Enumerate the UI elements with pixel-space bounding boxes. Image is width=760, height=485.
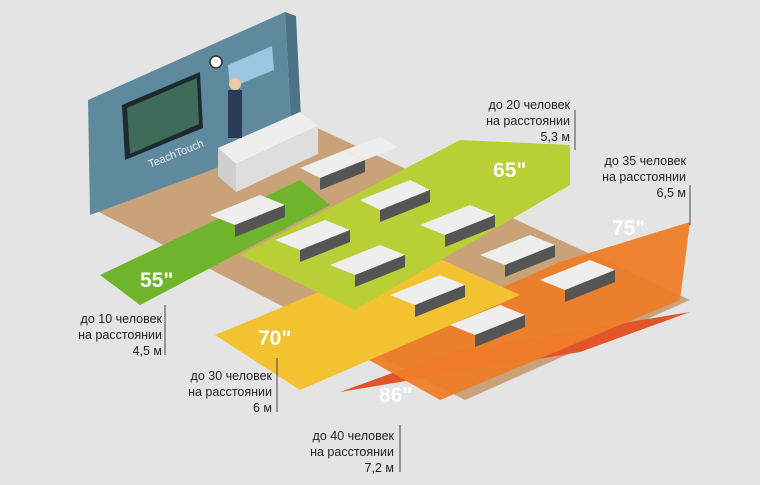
student-desks — [210, 137, 615, 347]
desk-group — [210, 195, 285, 237]
desk-group — [330, 245, 405, 287]
caption-70: до 30 человек на расстоянии 6 м — [150, 368, 272, 416]
caption-65-distance: 5,3 м — [540, 130, 570, 144]
desk-group — [480, 235, 555, 277]
back-wall-side — [285, 12, 302, 140]
desk-group — [360, 180, 430, 222]
desk-group — [300, 150, 365, 190]
caption-65-distance-label: на расстоянии — [486, 114, 570, 128]
caption-55-people: до 10 человек — [80, 312, 162, 326]
caption-75: до 35 человек на расстоянии 6,5 м — [564, 153, 686, 201]
caption-70-distance-label: на расстоянии — [188, 385, 272, 399]
caption-65-people: до 20 человек — [488, 98, 570, 112]
size-label-70: 70" — [258, 327, 291, 350]
teacher-figure — [228, 90, 242, 138]
caption-55-distance: 4,5 м — [132, 344, 162, 358]
caption-86: до 40 человек на расстоянии 7,2 м — [272, 428, 394, 476]
world-map-poster — [228, 46, 274, 88]
caption-86-people: до 40 человек — [312, 429, 394, 443]
teacher-desk-front — [218, 148, 236, 192]
caption-75-people: до 35 человек — [604, 154, 686, 168]
caption-65: до 20 человек на расстоянии 5,3 м — [448, 97, 570, 145]
caption-75-distance: 6,5 м — [656, 186, 686, 200]
size-label-86: 86" — [379, 384, 412, 407]
wall-clock-icon — [209, 55, 223, 69]
display-screen — [127, 78, 199, 154]
caption-75-distance-label: на расстоянии — [602, 170, 686, 184]
zone-band-65 — [240, 140, 570, 310]
size-label-75: 75" — [612, 217, 645, 240]
size-label-55: 55" — [140, 269, 173, 292]
size-label-65: 65" — [493, 159, 526, 182]
desk-group — [540, 260, 615, 302]
caption-70-people: до 30 человек — [190, 369, 272, 383]
desk-group — [345, 137, 398, 160]
caption-86-distance: 7,2 м — [364, 461, 394, 475]
desk-group — [275, 220, 350, 262]
teacher-desk-side — [236, 126, 318, 192]
caption-70-distance: 6 м — [252, 401, 272, 415]
desk-group — [450, 305, 525, 347]
desk-group — [390, 275, 465, 317]
desk-group — [420, 205, 495, 247]
caption-55-distance-label: на расстоянии — [78, 328, 162, 342]
caption-55: до 10 человек на расстоянии 4,5 м — [40, 311, 162, 359]
teacher-head — [229, 78, 241, 90]
caption-86-distance-label: на расстоянии — [310, 445, 394, 459]
teacher-desk — [218, 112, 318, 164]
